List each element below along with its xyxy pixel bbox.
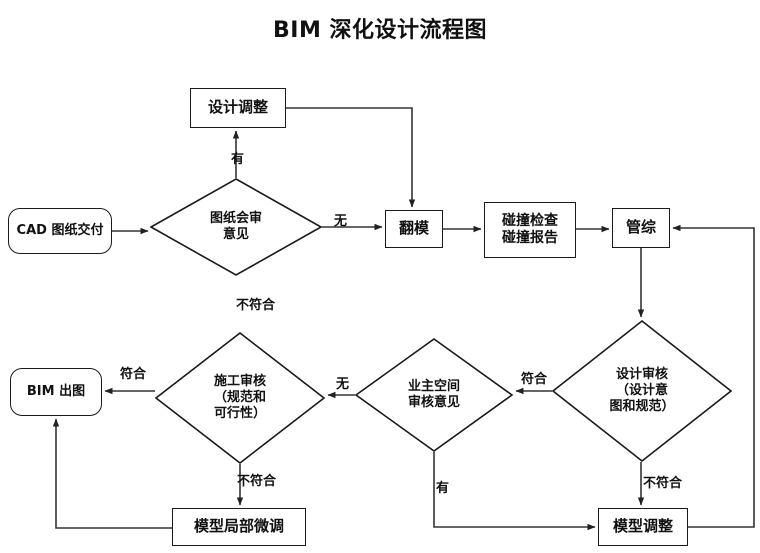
node-design-adjust[interactable]: 设计调整 bbox=[190, 88, 286, 128]
node-construction-review[interactable]: 施工审核 （规范和 可行性） bbox=[155, 332, 325, 464]
diamond-shape bbox=[150, 178, 322, 276]
node-model-adjust-label: 模型调整 bbox=[612, 517, 673, 536]
node-design-review[interactable]: 设计审核 （设计意 图和规范） bbox=[552, 320, 732, 462]
node-bim-drawing-output-label: BIM 出图 bbox=[26, 384, 86, 400]
edge-label-not-conform-right: 不符合 bbox=[643, 476, 683, 491]
node-remodel-label: 翻模 bbox=[398, 219, 429, 238]
node-pipe-integration-label: 管综 bbox=[625, 218, 656, 237]
diamond-shape bbox=[155, 332, 325, 464]
edge-label-no-right: 无 bbox=[334, 214, 348, 229]
edge-label-yes-top: 有 bbox=[231, 152, 245, 167]
edge-review-owner-to-model-adj bbox=[433, 452, 596, 531]
node-design-review-label: 设计审核 （设计意 图和规范） bbox=[609, 366, 675, 415]
node-model-local-tuning-label: 模型局部微调 bbox=[193, 517, 284, 536]
node-drawing-review-opinion-label: 图纸会审 意见 bbox=[209, 210, 262, 242]
node-clash-check-report-label: 碰撞检查 碰撞报告 bbox=[502, 213, 558, 246]
node-construction-review-label: 施工审核 （规范和 可行性） bbox=[213, 373, 266, 422]
node-clash-check-report[interactable]: 碰撞检查 碰撞报告 bbox=[484, 202, 576, 258]
edge-label-conform-right: 符合 bbox=[521, 372, 548, 387]
node-cad-delivery-label: CAD 图纸交付 bbox=[16, 223, 104, 239]
edge-label-not-conform-up: 不符合 bbox=[236, 298, 276, 313]
node-remodel[interactable]: 翻模 bbox=[385, 210, 443, 248]
edge-label-conform-left: 符合 bbox=[120, 367, 147, 382]
node-owner-space-review-label: 业主空间 审核意见 bbox=[407, 378, 460, 410]
node-model-adjust[interactable]: 模型调整 bbox=[598, 508, 688, 546]
node-owner-space-review[interactable]: 业主空间 审核意见 bbox=[355, 338, 513, 452]
node-model-local-tuning[interactable]: 模型局部微调 bbox=[172, 508, 306, 546]
diamond-shape bbox=[355, 338, 513, 452]
edge-label-yes-bottom: 有 bbox=[436, 481, 450, 496]
node-drawing-review-opinion[interactable]: 图纸会审 意见 bbox=[150, 178, 322, 276]
node-pipe-integration[interactable]: 管综 bbox=[612, 208, 670, 248]
node-design-adjust-label: 设计调整 bbox=[207, 98, 268, 117]
edge-label-not-conform-down: 不符合 bbox=[237, 474, 277, 489]
diamond-shape bbox=[552, 320, 732, 462]
node-cad-delivery[interactable]: CAD 图纸交付 bbox=[8, 208, 112, 254]
page-title: BIM 深化设计流程图 bbox=[272, 18, 487, 43]
node-bim-drawing-output[interactable]: BIM 出图 bbox=[10, 368, 102, 416]
edge-label-no-middle: 无 bbox=[336, 377, 350, 392]
